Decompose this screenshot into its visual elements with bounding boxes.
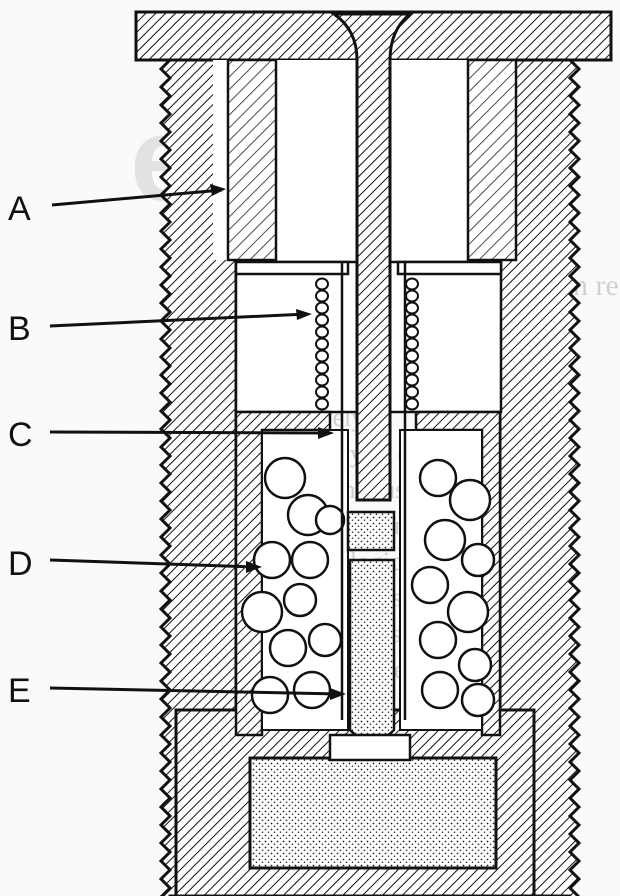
- spring-coil: [405, 301, 419, 315]
- spring-coil: [315, 361, 329, 375]
- spring-coil: [405, 313, 419, 327]
- spring-coil: [405, 289, 419, 303]
- label-e: E: [8, 672, 31, 710]
- pellet: [420, 670, 460, 710]
- charge-e: [348, 558, 396, 743]
- spring-coil: [315, 313, 329, 327]
- right-threaded-wall: [498, 58, 582, 896]
- pellet: [460, 542, 496, 578]
- callout-d: D: [8, 545, 262, 583]
- spring-coil: [315, 289, 329, 303]
- label-c: C: [8, 416, 33, 454]
- sleeve-a: [226, 58, 518, 262]
- pellet: [446, 590, 490, 634]
- pellet: [268, 628, 308, 668]
- spring-coil: [315, 337, 329, 351]
- pellet: [307, 622, 343, 658]
- pellet: [418, 458, 458, 498]
- label-b: B: [8, 310, 31, 348]
- pellet: [314, 504, 346, 536]
- pellet: [460, 682, 496, 718]
- callouts: A B C D E: [8, 184, 346, 710]
- pellet: [252, 540, 292, 580]
- spring-coil: [405, 373, 419, 387]
- spring-coil: [405, 325, 419, 339]
- spring-coil: [315, 349, 329, 363]
- bottom-charge: [248, 733, 498, 870]
- left-threaded-wall: [158, 58, 238, 896]
- pellet: [418, 620, 458, 660]
- pellet-balls: [240, 456, 496, 718]
- spring-coil: [405, 277, 419, 291]
- pellet: [423, 518, 467, 562]
- callout-e: E: [8, 672, 346, 710]
- callout-b: B: [8, 309, 312, 348]
- pellet: [250, 675, 290, 715]
- spring-coil: [315, 373, 329, 387]
- spring-coil: [405, 349, 419, 363]
- label-a: A: [8, 190, 31, 228]
- spring-coil: [315, 397, 329, 411]
- spring-coil: [315, 301, 329, 315]
- detonator-cap: [346, 510, 396, 552]
- left-shelf: [234, 260, 350, 276]
- pellet: [292, 670, 332, 710]
- spring-coil: [405, 337, 419, 351]
- callout-c: C: [8, 416, 334, 454]
- spring-coil: [405, 397, 419, 411]
- spring-coils: [315, 277, 419, 411]
- callout-a: A: [8, 184, 226, 228]
- spring-coil: [405, 385, 419, 399]
- spring-coil: [405, 361, 419, 375]
- pellet: [457, 647, 493, 683]
- spring-coil: [315, 277, 329, 291]
- pellet: [290, 540, 330, 580]
- right-shelf: [396, 260, 503, 276]
- spring-coil: [315, 325, 329, 339]
- spring-coil: [315, 385, 329, 399]
- pellet: [448, 478, 492, 522]
- pellet: [410, 565, 450, 605]
- pellet: [240, 590, 284, 634]
- label-d: D: [8, 545, 33, 583]
- pellet: [263, 456, 307, 500]
- pellet: [282, 582, 318, 618]
